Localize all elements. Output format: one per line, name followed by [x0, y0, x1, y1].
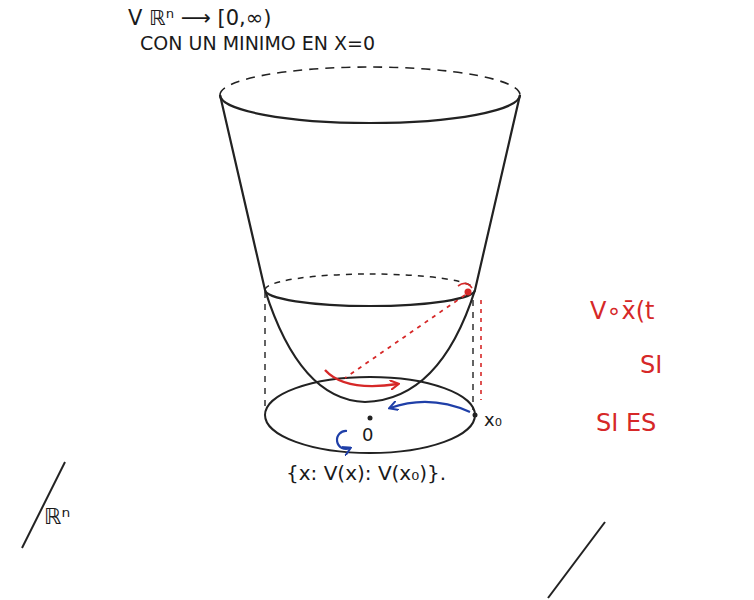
formula-text: V ℝⁿ ⟶ [0,∞)	[128, 6, 271, 30]
note-text: SI ES	[596, 410, 656, 438]
level-set	[265, 377, 475, 453]
note-text: V∘x̄(t	[590, 298, 654, 326]
plane-edge	[548, 522, 605, 598]
space-label: ℝⁿ	[44, 504, 70, 529]
origin-label: 0	[362, 425, 373, 446]
note-text: CON UN MINIMO EN X=0	[140, 33, 375, 55]
note-text: SI	[640, 352, 662, 380]
level-set-label: {x: V(x): V(x₀)}.	[286, 462, 446, 485]
point-label: x₀	[484, 410, 502, 431]
